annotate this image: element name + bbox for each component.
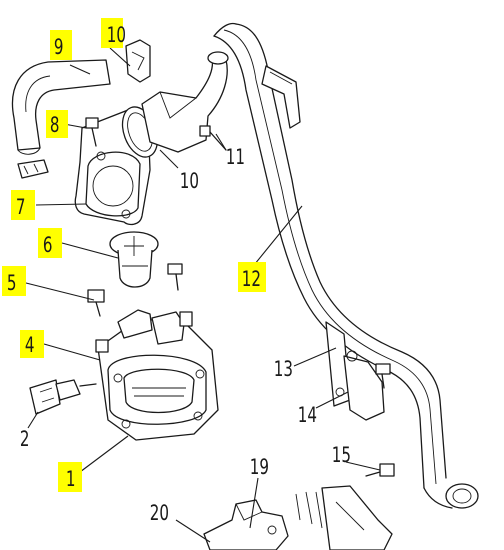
- callout-12: 12: [242, 268, 261, 292]
- callout-8: 9: [54, 36, 64, 60]
- outlet-elbow: [141, 51, 229, 153]
- callout-highlights: [2, 18, 266, 492]
- callout-2: 2: [20, 428, 30, 452]
- callout-4: 5: [7, 272, 17, 296]
- callout-14: 14: [298, 404, 317, 428]
- callout-19: 19: [250, 456, 269, 480]
- callout-6: 7: [16, 196, 26, 220]
- callout-highlight-3: [20, 330, 44, 358]
- coolant-pipe: [213, 22, 479, 509]
- callout-1: 1: [66, 468, 76, 492]
- callout-20: 20: [150, 502, 169, 526]
- callout-highlight-1: [58, 462, 82, 492]
- callout-10: 10: [180, 170, 199, 194]
- temperature-sensor: [29, 379, 97, 415]
- mounting-bracket: [325, 321, 391, 421]
- thermostat: [109, 231, 183, 291]
- callout-15: 15: [332, 444, 351, 468]
- callout-highlight-4: [2, 266, 26, 296]
- callout-7: 8: [50, 114, 60, 138]
- callout-highlight-9: [101, 18, 123, 48]
- callout-9: 10: [107, 24, 126, 48]
- callout-highlight-5: [38, 228, 62, 258]
- callout-labels: 9 10 8 7 6 5 4 12 1 2 10 11 13 14 15 19 …: [7, 24, 351, 526]
- bent-hose: [11, 59, 111, 155]
- callout-highlight-6: [11, 190, 35, 220]
- callout-highlight-8: [50, 30, 72, 60]
- callout-11: 11: [226, 146, 245, 170]
- callout-3: 4: [25, 334, 35, 358]
- callout-5: 6: [43, 234, 53, 258]
- callout-highlight-12: [238, 262, 266, 292]
- clip-part-9: [125, 39, 151, 83]
- retaining-clip: [17, 159, 49, 179]
- callout-highlight-7: [46, 110, 68, 138]
- bolt-part-7: [85, 117, 99, 147]
- throttle-body: [95, 309, 219, 441]
- lower-housing: [203, 485, 393, 550]
- callout-13: 13: [274, 358, 293, 382]
- bolt-part-4: [87, 289, 105, 317]
